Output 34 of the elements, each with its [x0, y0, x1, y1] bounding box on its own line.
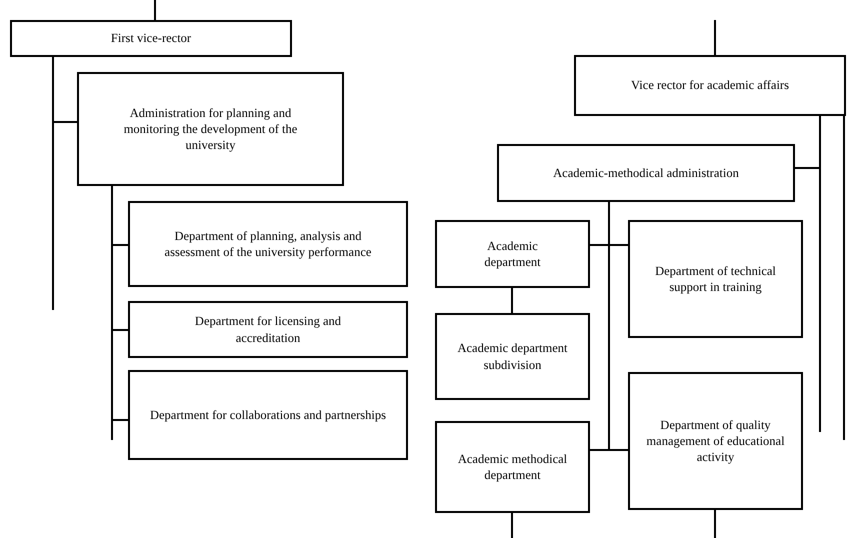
unit-name: Vice rector for academic affairs — [631, 77, 789, 94]
connector-line — [511, 513, 513, 538]
org-unit-box — [497, 144, 795, 202]
org-unit-box — [435, 220, 590, 288]
org-unit-box — [574, 55, 846, 116]
unit-name: Department of planning, analysis and assessment of the university performance — [164, 228, 372, 260]
unit-name: Academic department subdivision — [456, 340, 569, 373]
org-unit-box — [10, 20, 292, 57]
org-unit-box — [435, 421, 590, 513]
connector-line — [154, 0, 156, 20]
unit-name: Academic-methodical administration — [553, 164, 739, 182]
connector-line — [819, 116, 821, 432]
unit-name: Administration for planning and monitoring the development of the university — [122, 104, 298, 154]
org-unit-box — [128, 370, 408, 460]
org-unit-box — [435, 313, 590, 400]
connector-line — [714, 510, 716, 538]
unit-name: First vice-rector — [110, 30, 192, 47]
connector-line — [52, 57, 54, 310]
connector-line — [608, 202, 628, 451]
connector-line — [511, 288, 513, 313]
unit-name: Department of quality management of educational activity — [645, 416, 786, 466]
org-unit-box — [628, 372, 803, 510]
unit-name: Academic department — [483, 238, 542, 270]
connector-line — [111, 186, 113, 440]
unit-name: Department for collaborations and partnerships — [150, 406, 386, 424]
org-unit-box — [128, 301, 408, 358]
org-unit-box — [628, 220, 803, 338]
unit-name: Department of technical support in training — [654, 262, 777, 296]
org-unit-box — [77, 72, 344, 186]
unit-name: Academic methodical department — [456, 450, 568, 484]
connector-line — [714, 20, 716, 55]
unit-name: Department for licensing and accreditation — [194, 313, 342, 346]
connector-line — [843, 116, 845, 440]
org-unit-box — [128, 201, 408, 287]
